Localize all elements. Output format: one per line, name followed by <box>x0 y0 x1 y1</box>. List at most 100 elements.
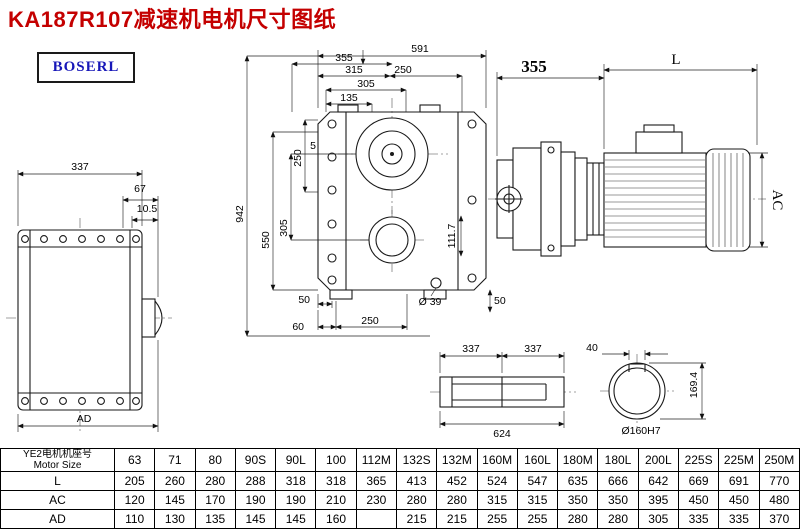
column-header: 180L <box>597 448 639 472</box>
dim-cell: 190 <box>275 490 317 510</box>
dim-cell: 160 <box>315 509 357 529</box>
dim-bore-169-4: 169.4 <box>688 372 700 398</box>
dim-front-250-top: 250 <box>394 64 412 76</box>
dim-cell <box>355 509 397 529</box>
dim-cell: 210 <box>315 490 357 510</box>
motor-size-header-cn: YE2电机机座号 <box>23 449 92 461</box>
dim-front-5: 5 <box>310 140 316 152</box>
dim-cell: 110 <box>113 509 156 529</box>
dim-shaft-337-b: 337 <box>524 343 542 355</box>
dim-cell: 666 <box>597 471 639 491</box>
dim-front-135: 135 <box>340 92 358 104</box>
front-view: 591 355 315 250 305 135 5 250 305 550 94 <box>234 43 506 337</box>
dim-cell: 145 <box>275 509 317 529</box>
technical-drawing: 337 67 10.5 AD <box>6 43 785 440</box>
dim-cell: 335 <box>677 509 720 529</box>
dim-cell: 524 <box>476 471 518 491</box>
dim-cell: 145 <box>154 490 196 510</box>
dim-front-315: 315 <box>345 64 363 76</box>
dim-cell: 480 <box>758 490 800 510</box>
dim-cell: 450 <box>677 490 720 510</box>
column-header: 132M <box>436 448 478 472</box>
dim-cell: 547 <box>516 471 559 491</box>
dim-cell: 315 <box>476 490 518 510</box>
dim-left-ad: AD <box>77 413 92 425</box>
dim-cell: 260 <box>154 471 196 491</box>
column-header: 100 <box>315 448 357 472</box>
brand-logo: BOSERL <box>37 52 135 83</box>
dim-cell: 280 <box>395 490 438 510</box>
dim-front-591: 591 <box>411 43 429 55</box>
dim-shaft-337-a: 337 <box>462 343 480 355</box>
dim-cell: 669 <box>677 471 720 491</box>
dim-cell: 350 <box>557 490 599 510</box>
dim-cell: 215 <box>436 509 478 529</box>
dim-front-60: 60 <box>292 321 304 333</box>
row-label: AD <box>0 509 115 529</box>
dim-front-250-bottom: 250 <box>361 315 379 327</box>
column-header: 112M <box>355 448 397 472</box>
dim-cell: 318 <box>315 471 357 491</box>
dim-cell: 395 <box>637 490 679 510</box>
dim-cell: 280 <box>597 509 639 529</box>
dim-cell: 288 <box>234 471 277 491</box>
column-header: 160M <box>476 448 518 472</box>
dim-cell: 315 <box>516 490 559 510</box>
dim-left-67: 67 <box>134 183 146 195</box>
dim-side-355: 355 <box>521 57 547 76</box>
column-header: 180M <box>557 448 599 472</box>
dim-front-355-top: 355 <box>335 52 353 64</box>
dim-front-942: 942 <box>234 205 246 223</box>
column-header: 71 <box>154 448 196 472</box>
motor-side-view: 355 L AC <box>488 52 785 257</box>
row-label: L <box>0 471 115 491</box>
brand-logo-text: BOSERL <box>52 59 120 75</box>
dim-cell: 450 <box>718 490 760 510</box>
column-header: 160L <box>516 448 559 472</box>
dim-cell: 190 <box>234 490 277 510</box>
column-header: 132S <box>395 448 438 472</box>
column-header: 90L <box>275 448 317 472</box>
dim-cell: 230 <box>355 490 397 510</box>
page-title: KA187R107减速机电机尺寸图纸 <box>8 7 337 32</box>
dim-cell: 691 <box>718 471 760 491</box>
dim-front-50-right: 50 <box>494 295 506 307</box>
dim-cell: 255 <box>516 509 559 529</box>
dim-cell: 205 <box>113 471 156 491</box>
bore-detail-view: 40 169.4 Ø160H7 <box>586 342 706 437</box>
column-header: 90S <box>234 448 277 472</box>
dim-cell: 318 <box>275 471 317 491</box>
dim-cell: 170 <box>194 490 236 510</box>
dim-cell: 130 <box>154 509 196 529</box>
column-header: 250M <box>758 448 800 472</box>
dim-bore-40: 40 <box>586 342 598 354</box>
dim-left-width: 337 <box>71 161 89 173</box>
dim-cell: 370 <box>758 509 800 529</box>
dim-cell: 135 <box>194 509 236 529</box>
column-header: 225S <box>677 448 720 472</box>
dim-front-305-top: 305 <box>357 78 375 90</box>
dim-cell: 255 <box>476 509 518 529</box>
dim-cell: 280 <box>194 471 236 491</box>
dim-cell: 635 <box>557 471 599 491</box>
dim-front-550: 550 <box>260 231 272 249</box>
dim-cell: 145 <box>234 509 277 529</box>
dim-cell: 280 <box>557 509 599 529</box>
dim-left-10-5: 10.5 <box>137 203 158 215</box>
column-header: 200L <box>637 448 679 472</box>
dim-cell: 452 <box>436 471 478 491</box>
dim-front-hole-39: Ø 39 <box>419 296 442 308</box>
dim-cell: 413 <box>395 471 438 491</box>
dim-cell: 335 <box>718 509 760 529</box>
dim-side-ac: AC <box>769 190 785 211</box>
dim-cell: 770 <box>758 471 800 491</box>
dim-cell: 280 <box>436 490 478 510</box>
dim-cell: 305 <box>637 509 679 529</box>
dim-cell: 215 <box>395 509 438 529</box>
dim-side-l: L <box>671 52 680 68</box>
